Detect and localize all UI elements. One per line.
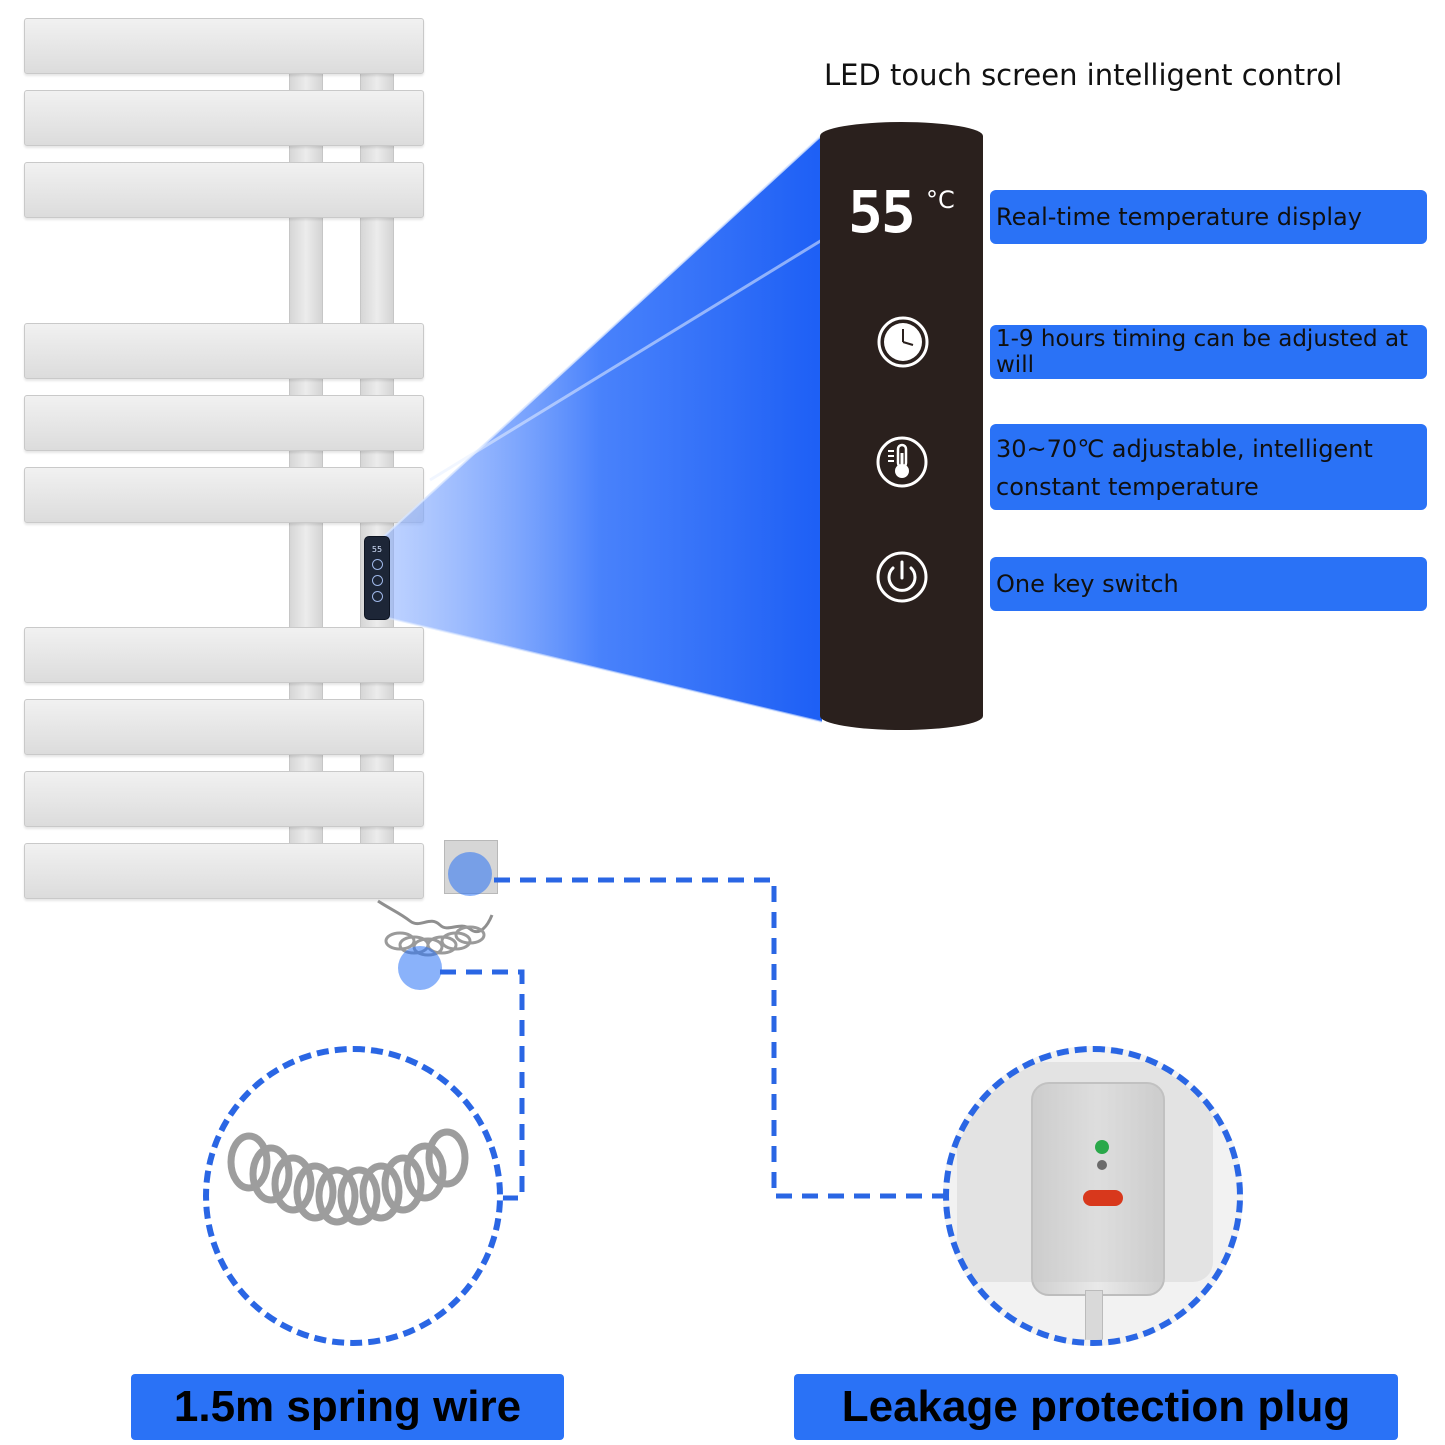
feature-text: One key switch: [996, 570, 1179, 598]
red-test-button: [1083, 1190, 1123, 1206]
feature-label-power-switch: One key switch: [990, 557, 1427, 611]
rail-bar: [24, 395, 424, 451]
rail-bar: [24, 699, 424, 755]
mini-temp-readout: 55: [371, 545, 383, 554]
plug-body: [1031, 1082, 1165, 1296]
rail-bar: [24, 90, 424, 146]
rail-bar: [24, 323, 424, 379]
control-panel: [820, 122, 983, 730]
feature-text-line1: 30~70℃ adjustable, intelligent: [996, 435, 1373, 463]
power-icon[interactable]: [875, 550, 929, 604]
clock-icon: [371, 559, 383, 570]
rail-bar: [24, 162, 424, 218]
rail-bar: [24, 18, 424, 74]
spring-wire-image: [227, 1128, 469, 1226]
rail-bar: [24, 843, 424, 899]
rail-bar: [24, 771, 424, 827]
rail-bar: [24, 627, 424, 683]
plug-backplate: [957, 1062, 1213, 1282]
cable-highlight-dot: [398, 946, 442, 990]
clock-icon[interactable]: [876, 315, 930, 369]
power-icon: [371, 591, 383, 602]
rail-control-panel: 55: [364, 536, 390, 620]
feature-text-line2: constant temperature: [996, 473, 1259, 501]
thermometer-icon: [371, 575, 383, 586]
plug-cord: [1085, 1290, 1103, 1340]
temperature-value: 55: [848, 178, 916, 246]
green-indicator-light: [1095, 1140, 1109, 1154]
temperature-readout: 55 °C: [848, 178, 958, 252]
leakage-plug-zoom: [943, 1046, 1243, 1346]
feature-label-timing: 1-9 hours timing can be adjusted at will: [990, 325, 1427, 379]
feature-text: 1-9 hours timing can be adjusted at will: [996, 326, 1409, 378]
thermometer-icon[interactable]: [875, 435, 929, 489]
feature-label-temperature-range: 30~70℃ adjustable, intelligent constant …: [990, 424, 1427, 510]
section-title: LED touch screen intelligent control: [824, 58, 1343, 92]
temperature-unit: °C: [926, 186, 955, 214]
feature-text: Real-time temperature display: [996, 203, 1362, 231]
spring-wire-zoom: [203, 1046, 503, 1346]
rail-bar: [24, 467, 424, 523]
spring-wire-caption: 1.5m spring wire: [131, 1374, 564, 1440]
leakage-plug-caption: Leakage protection plug: [794, 1374, 1398, 1440]
feature-label-temperature-display: Real-time temperature display: [990, 190, 1427, 244]
grey-indicator-light: [1097, 1160, 1107, 1170]
plug-highlight-dot: [448, 852, 492, 896]
